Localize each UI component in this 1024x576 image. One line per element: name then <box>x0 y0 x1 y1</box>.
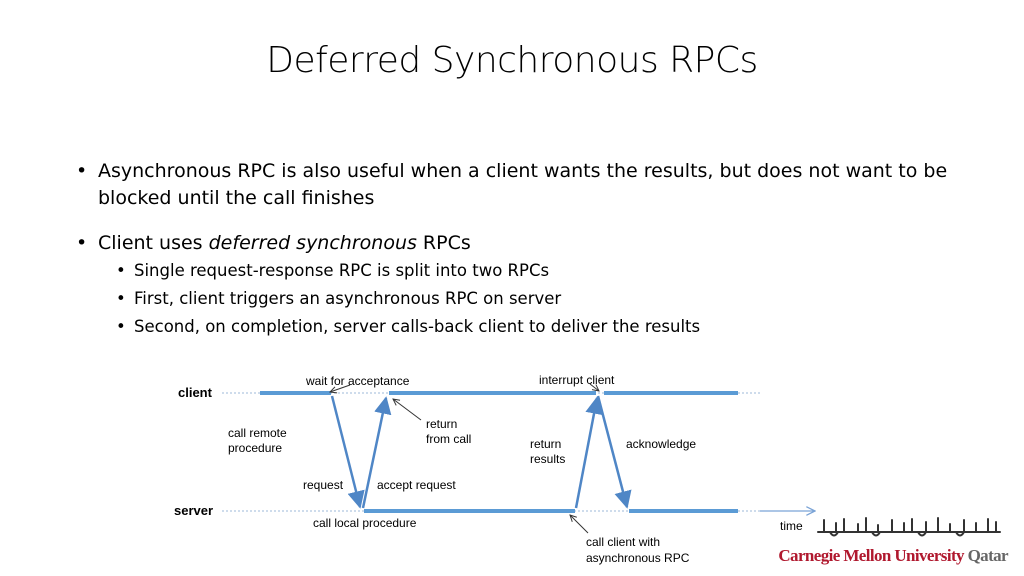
sub-bullet-text: Single request-response RPC is split int… <box>134 261 550 280</box>
sub-bullet-item: • Second, on completion, server calls-ba… <box>116 313 976 341</box>
acknowledge-label: acknowledge <box>626 437 696 451</box>
request-arrow <box>330 395 365 509</box>
call-client-label-2: asynchronous RPC <box>586 551 690 565</box>
bullet-text: Asynchronous RPC is also useful when a c… <box>98 160 948 209</box>
call-local-procedure-label: call local procedure <box>313 516 417 530</box>
acknowledge-arrow <box>596 395 632 509</box>
call-client-pointer <box>570 515 589 534</box>
return-from-call-label-2: from call <box>426 432 471 446</box>
return-from-call-label-1: return <box>426 417 457 431</box>
interrupt-pointer <box>589 383 599 391</box>
bullet-list: • Asynchronous RPC is also useful when a… <box>76 158 976 341</box>
bullet-item: • Client uses deferred synchronous RPCs <box>76 230 976 257</box>
call-client-label-1: call client with <box>586 535 660 549</box>
call-remote-label-2: procedure <box>228 441 282 455</box>
interrupt-client-label: interrupt client <box>539 373 615 387</box>
bullet-item: • Asynchronous RPC is also useful when a… <box>76 158 976 212</box>
cmu-qatar-logo: Carnegie Mellon University Qatar <box>778 514 1012 566</box>
call-remote-label-1: call remote <box>228 426 287 440</box>
server-lane-label: server <box>174 503 213 518</box>
sub-bullet-item: • First, client triggers an asynchronous… <box>116 285 976 313</box>
return-from-call-pointer <box>393 399 422 421</box>
accept-arrow <box>361 396 392 509</box>
bullet-text-prefix: Client uses <box>98 232 209 254</box>
client-lane-label: client <box>178 385 213 400</box>
callback-arrow <box>574 396 603 509</box>
sub-bullet-text: Second, on completion, server calls-back… <box>134 317 701 336</box>
bullet-dot: • <box>76 160 88 182</box>
return-results-label-2: results <box>530 452 565 466</box>
wait-for-acceptance-label: wait for acceptance <box>305 374 410 388</box>
bullet-text-emphasis: deferred synchronous <box>208 232 417 254</box>
logo-qatar: Qatar <box>967 546 1009 565</box>
arabic-logo-text <box>817 517 1001 537</box>
accept-request-label: accept request <box>377 478 456 492</box>
bullet-dot: • <box>116 317 126 336</box>
slide-title: Deferred Synchronous RPCs <box>266 40 758 81</box>
logo-university-name: Carnegie Mellon University <box>778 546 964 565</box>
bullet-dot: • <box>76 232 88 254</box>
bullet-dot: • <box>116 261 126 280</box>
return-results-label-1: return <box>530 437 561 451</box>
bullet-text-suffix: RPCs <box>416 232 471 254</box>
sub-bullet-text: First, client triggers an asynchronous R… <box>134 289 562 308</box>
request-label: request <box>303 478 344 492</box>
rpc-timing-diagram: client server time wait for acceptance i… <box>174 373 1024 565</box>
wait-pointer <box>330 384 351 392</box>
english-logo-text: Carnegie Mellon University Qatar <box>778 546 1008 566</box>
sub-bullet-item: • Single request-response RPC is split i… <box>116 257 976 285</box>
time-axis-label: time <box>780 519 803 533</box>
bullet-dot: • <box>116 289 126 308</box>
